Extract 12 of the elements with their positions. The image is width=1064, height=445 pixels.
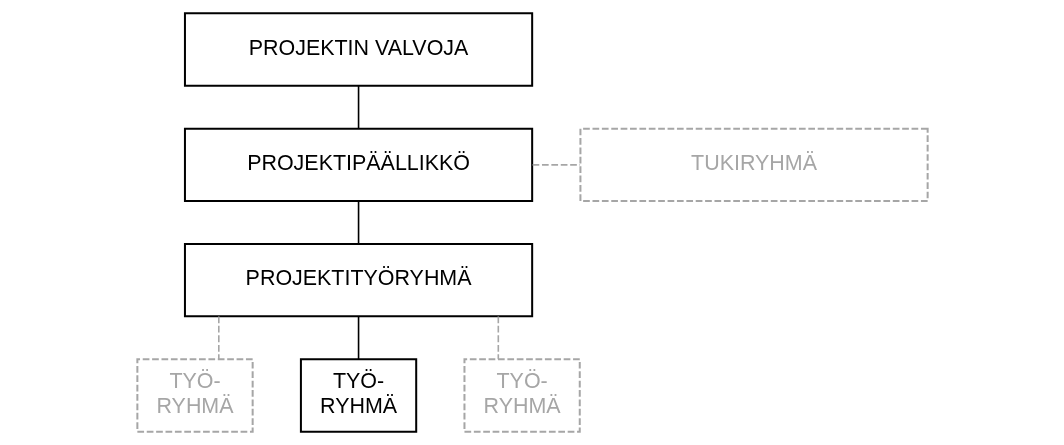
connector (497, 315, 499, 360)
node-box: TYÖ- RYHMÄ (135, 358, 254, 433)
node-box: TYÖ- RYHMÄ (462, 358, 581, 433)
connector (357, 200, 359, 245)
connector (357, 85, 359, 130)
node-box: PROJEKTIN VALVOJA (183, 12, 533, 87)
node-box: TYÖ- RYHMÄ (299, 358, 417, 433)
connector (357, 315, 359, 360)
node-box: PROJEKTITYÖRYHMÄ (183, 242, 533, 318)
connector (217, 315, 220, 360)
node-box: PROJEKTIPÄÄLLIKKÖ (183, 127, 533, 203)
node-box: TUKIRYHMÄ (578, 127, 929, 203)
